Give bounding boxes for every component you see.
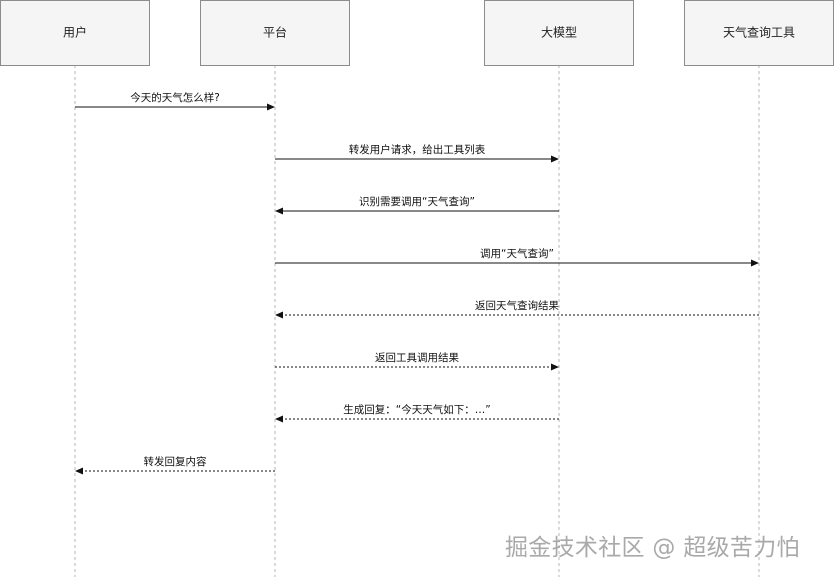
message-8: 转发回复内容 [75,455,275,475]
message-label: 生成回复：“今天天气如下：…” [343,403,490,416]
actor-box-llm [484,0,634,66]
message-label: 转发回复内容 [144,455,207,468]
actor-llm: 大模型 [484,0,634,66]
message-arrowhead [551,155,559,163]
message-arrowhead [551,363,559,371]
message-6: 返回工具调用结果 [275,351,559,371]
message-2: 转发用户请求，给出工具列表 [275,143,559,163]
watermark-text: 掘金技术社区 @ 超级苦力怕 [505,535,800,561]
message-7: 生成回复：“今天天气如下：…” [275,403,559,423]
actor-weather_tool: 天气查询工具 [684,0,834,66]
lifelines [74,65,760,577]
message-arrowhead [275,311,283,319]
actor-box-weather_tool [684,0,834,66]
message-label: 识别需要调用“天气查询” [359,195,475,208]
actor-box-user [0,0,150,66]
actor-boxes: 用户 平台 大模型 天气查询工具 [0,0,834,66]
message-arrowhead [275,207,283,215]
actor-user: 用户 [0,0,150,66]
message-arrowhead [275,415,283,423]
message-arrowhead [751,259,759,267]
message-label: 转发用户请求，给出工具列表 [349,143,486,156]
message-label: 返回工具调用结果 [375,351,459,364]
actor-label-platform: 平台 [263,25,287,40]
message-3: 识别需要调用“天气查询” [275,195,559,215]
actor-box-platform [200,0,350,66]
actor-platform: 平台 [200,0,350,66]
message-5: 返回天气查询结果 [275,299,759,319]
actor-label-llm: 大模型 [541,26,577,40]
message-label: 返回天气查询结果 [475,299,559,312]
message-arrowhead [267,103,275,111]
message-arrowhead [75,467,83,475]
actor-label-user: 用户 [63,25,87,40]
message-1: 今天的天气怎么样? [75,91,275,111]
actor-label-weather_tool: 天气查询工具 [723,25,795,40]
message-4: 调用“天气查询” [275,247,759,267]
message-label: 今天的天气怎么样? [130,91,220,104]
message-label: 调用“天气查询” [480,247,554,260]
